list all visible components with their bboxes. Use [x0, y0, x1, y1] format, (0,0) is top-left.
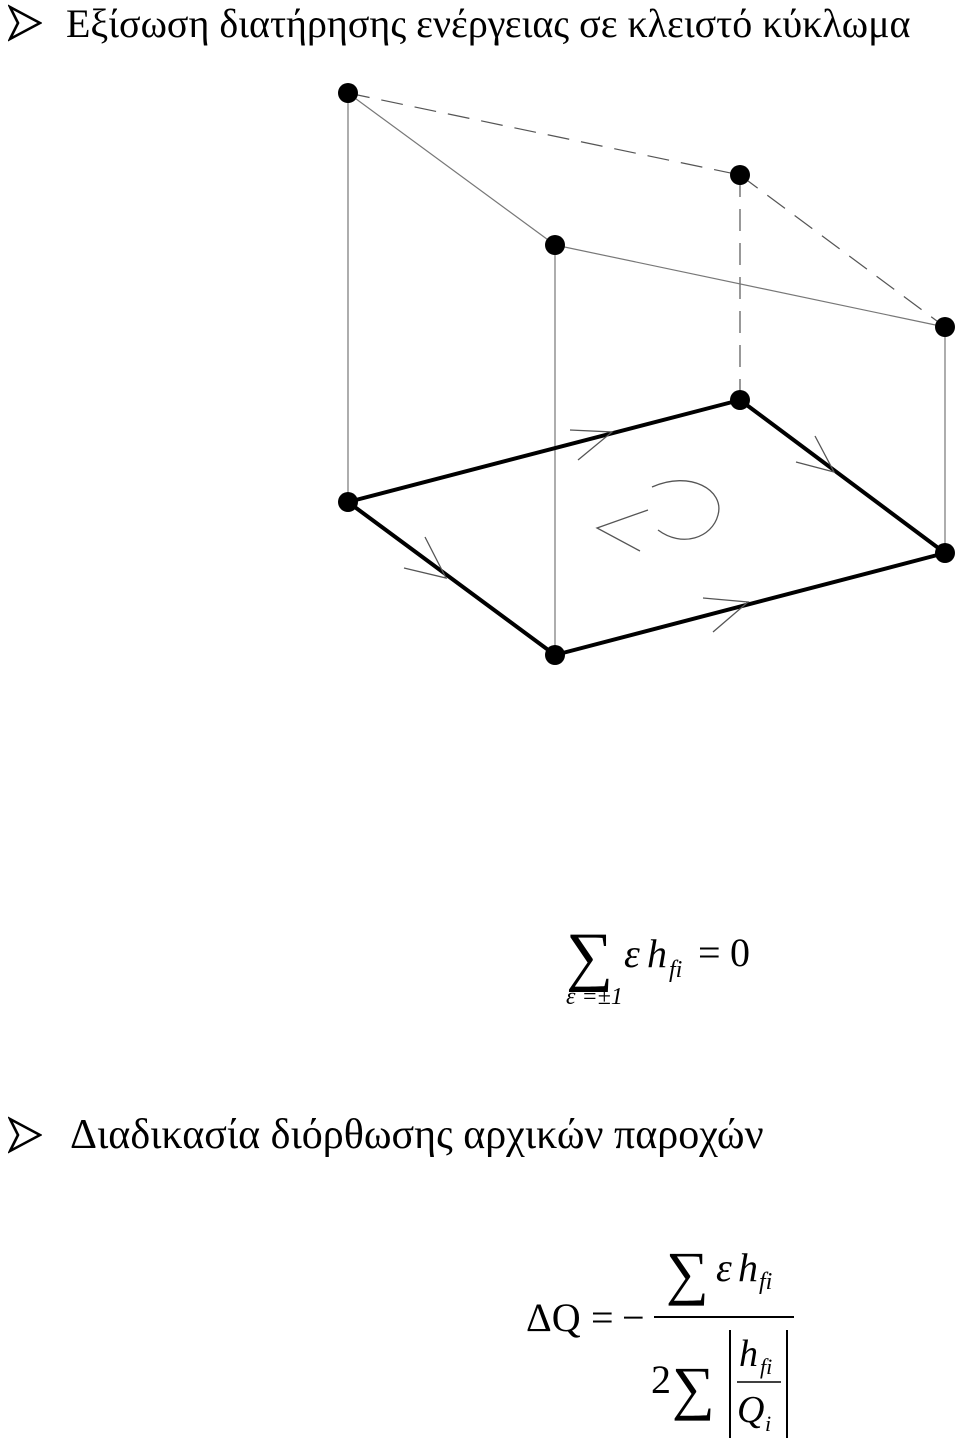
- upper-edge: [347, 92, 556, 246]
- flow-correction-equation: ΔQ = − ∑ ε h fi 2 ∑ h fi Q i: [526, 1240, 794, 1438]
- h-subscript: fi: [669, 957, 682, 983]
- dashed-upper-edge: [739, 174, 946, 328]
- closed-loop-edges: [346, 398, 947, 657]
- node: [730, 390, 750, 410]
- denominator-coefficient: 2: [651, 1357, 671, 1402]
- node: [545, 645, 565, 665]
- node: [935, 317, 955, 337]
- equals-sign: =: [591, 1295, 614, 1340]
- denominator-h-subscript: fi: [760, 1354, 772, 1379]
- node: [730, 165, 750, 185]
- node: [338, 492, 358, 512]
- node: [545, 235, 565, 255]
- arrowhead-bullet-icon: [8, 4, 42, 42]
- node: [935, 543, 955, 563]
- denominator-q: Q: [737, 1389, 764, 1431]
- denominator-q-subscript: i: [765, 1411, 771, 1436]
- edge-direction-arrow-icon: [702, 597, 750, 633]
- arrowhead-bullet-icon: [8, 1116, 42, 1154]
- node: [338, 83, 358, 103]
- circulation-arrow-icon: [595, 480, 720, 552]
- denominator-sum-symbol: ∑: [672, 1355, 715, 1421]
- heading-flow-correction: Διαδικασία διόρθωσης αρχικών παροχών: [70, 1112, 764, 1158]
- numerator-h: h: [738, 1245, 758, 1290]
- upper-edge: [554, 244, 946, 328]
- dashed-upper-edge: [347, 92, 741, 176]
- minus-sign: −: [622, 1295, 645, 1340]
- bullet-heading-correction: Διαδικασία διόρθωσης αρχικών παροχών: [0, 1110, 764, 1160]
- energy-conservation-equation: ∑ ε h fi = 0 ε =±1: [566, 920, 750, 1010]
- rhs-zero: 0: [730, 930, 750, 975]
- denominator-h: h: [739, 1333, 758, 1375]
- edge-direction-arrow-icon: [403, 536, 448, 579]
- epsilon-term: ε: [624, 931, 640, 976]
- numerator-sum-symbol: ∑: [666, 1240, 709, 1306]
- equals-sign: =: [698, 930, 721, 975]
- h-term: h: [647, 931, 667, 976]
- sum-index: ε =±1: [566, 984, 623, 1010]
- edge-direction-arrow-icon: [795, 435, 836, 474]
- sum-symbol: ∑: [566, 920, 613, 993]
- bullet-heading-energy: Εξίσωση διατήρησης ενέργειας σε κλειστό …: [0, 0, 911, 46]
- numerator-epsilon: ε: [716, 1245, 732, 1290]
- delta-q-lhs: ΔQ: [526, 1295, 581, 1340]
- heading-energy-equation: Εξίσωση διατήρησης ενέργειας σε κλειστό …: [66, 0, 911, 46]
- numerator-h-subscript: fi: [759, 1269, 772, 1295]
- edge-direction-arrow-icon: [569, 429, 614, 461]
